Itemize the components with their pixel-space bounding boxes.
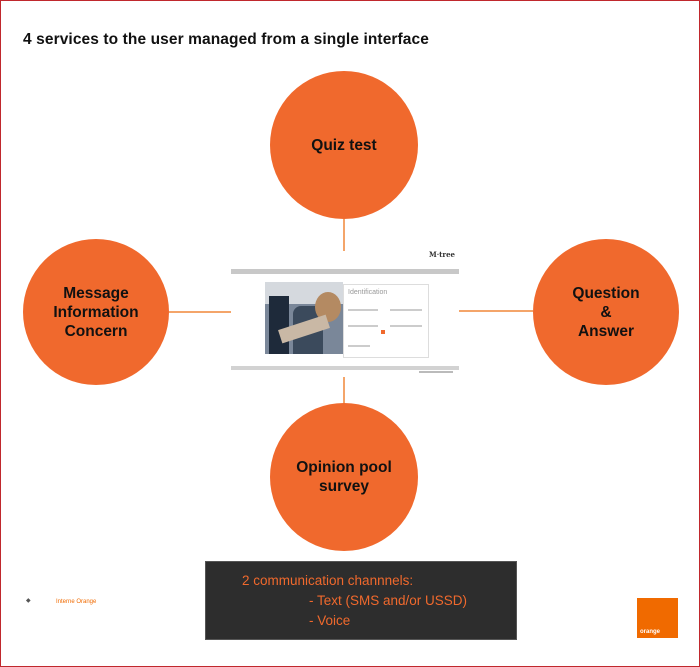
- channel-item-voice: - Voice: [309, 613, 351, 628]
- footer-bullet-icon: ◆: [26, 598, 31, 604]
- service-label-line: Quiz test: [311, 136, 377, 154]
- service-quiz-test: Quiz test: [270, 71, 418, 219]
- service-label-line: survey: [319, 478, 369, 495]
- channels-heading: 2 communication channnels:: [242, 573, 414, 588]
- service-label-line: Information: [53, 303, 139, 321]
- service-label-line: Answer: [577, 322, 634, 340]
- channels-info-box: 2 communication channnels: - Text (SMS a…: [205, 561, 517, 640]
- service-label-line: Message: [63, 284, 129, 302]
- orange-logo-wordmark-image: orange: [640, 629, 661, 635]
- interface-submit-button: [381, 330, 385, 334]
- orange-logo: orange: [637, 598, 678, 638]
- service-label-line: Concern: [64, 322, 128, 340]
- interface-login-form: Identification: [343, 284, 429, 358]
- footer-label: Interne Orange: [56, 599, 97, 605]
- service-opinion-pool-survey: Opinion pool survey: [270, 403, 418, 551]
- service-label-line: &: [600, 303, 612, 321]
- connector-bottom: [343, 377, 345, 404]
- interface-photo: [265, 282, 343, 354]
- interface-logo-image: M·tree: [428, 250, 455, 259]
- slide-title: 4 services to the user managed from a si…: [23, 31, 429, 48]
- interface-header-bar: [231, 269, 459, 274]
- connector-right: [459, 310, 533, 312]
- service-label-line: Opinion pool: [296, 459, 392, 476]
- service-question-answer: Question & Answer: [533, 239, 679, 385]
- interface-screenshot: M·tree Identification: [231, 246, 459, 376]
- service-message-information-concern: Message Information Concern: [23, 239, 169, 385]
- interface-footer-bar: [231, 366, 459, 370]
- connector-top: [343, 219, 345, 251]
- interface-form-heading-image: Identification: [348, 289, 388, 296]
- interface-footer-text: [419, 371, 453, 373]
- channel-item-text: - Text (SMS and/or USSD): [309, 593, 468, 608]
- connector-left: [169, 311, 231, 313]
- service-label-line: Question: [572, 284, 640, 302]
